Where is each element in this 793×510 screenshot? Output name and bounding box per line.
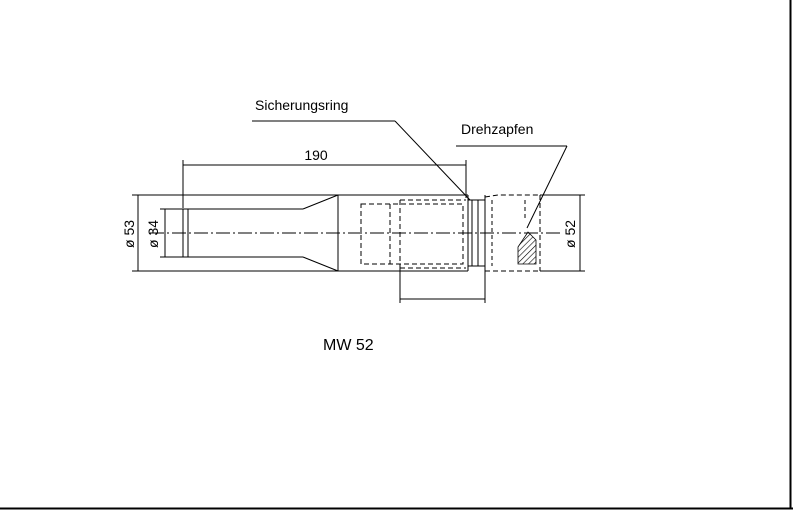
right-diameter-value: ø 52 <box>562 220 578 248</box>
model-label: MW 52 <box>323 337 374 354</box>
right-diameter-dimension <box>540 194 585 272</box>
retaining-ring-leader <box>252 120 471 201</box>
inner-diameter-dimension <box>160 208 183 258</box>
pivot-pin-leader <box>456 145 568 229</box>
outer-diameter-value: ø 53 <box>121 220 137 248</box>
outer-diameter-dimension <box>132 194 338 272</box>
hidden-bore <box>360 199 466 269</box>
pivot-pin-label: Drehzapfen <box>461 121 533 137</box>
length-dimension <box>182 160 467 208</box>
inner-diameter-value: ø 34 <box>145 220 161 248</box>
lower-span-dimension <box>399 268 486 303</box>
hatched-section <box>517 231 537 265</box>
shaft-body <box>182 194 486 272</box>
length-dimension-value: 190 <box>304 147 328 163</box>
pivot-pin-shape <box>484 194 541 272</box>
retaining-ring-label: Sicherungsring <box>255 97 348 113</box>
